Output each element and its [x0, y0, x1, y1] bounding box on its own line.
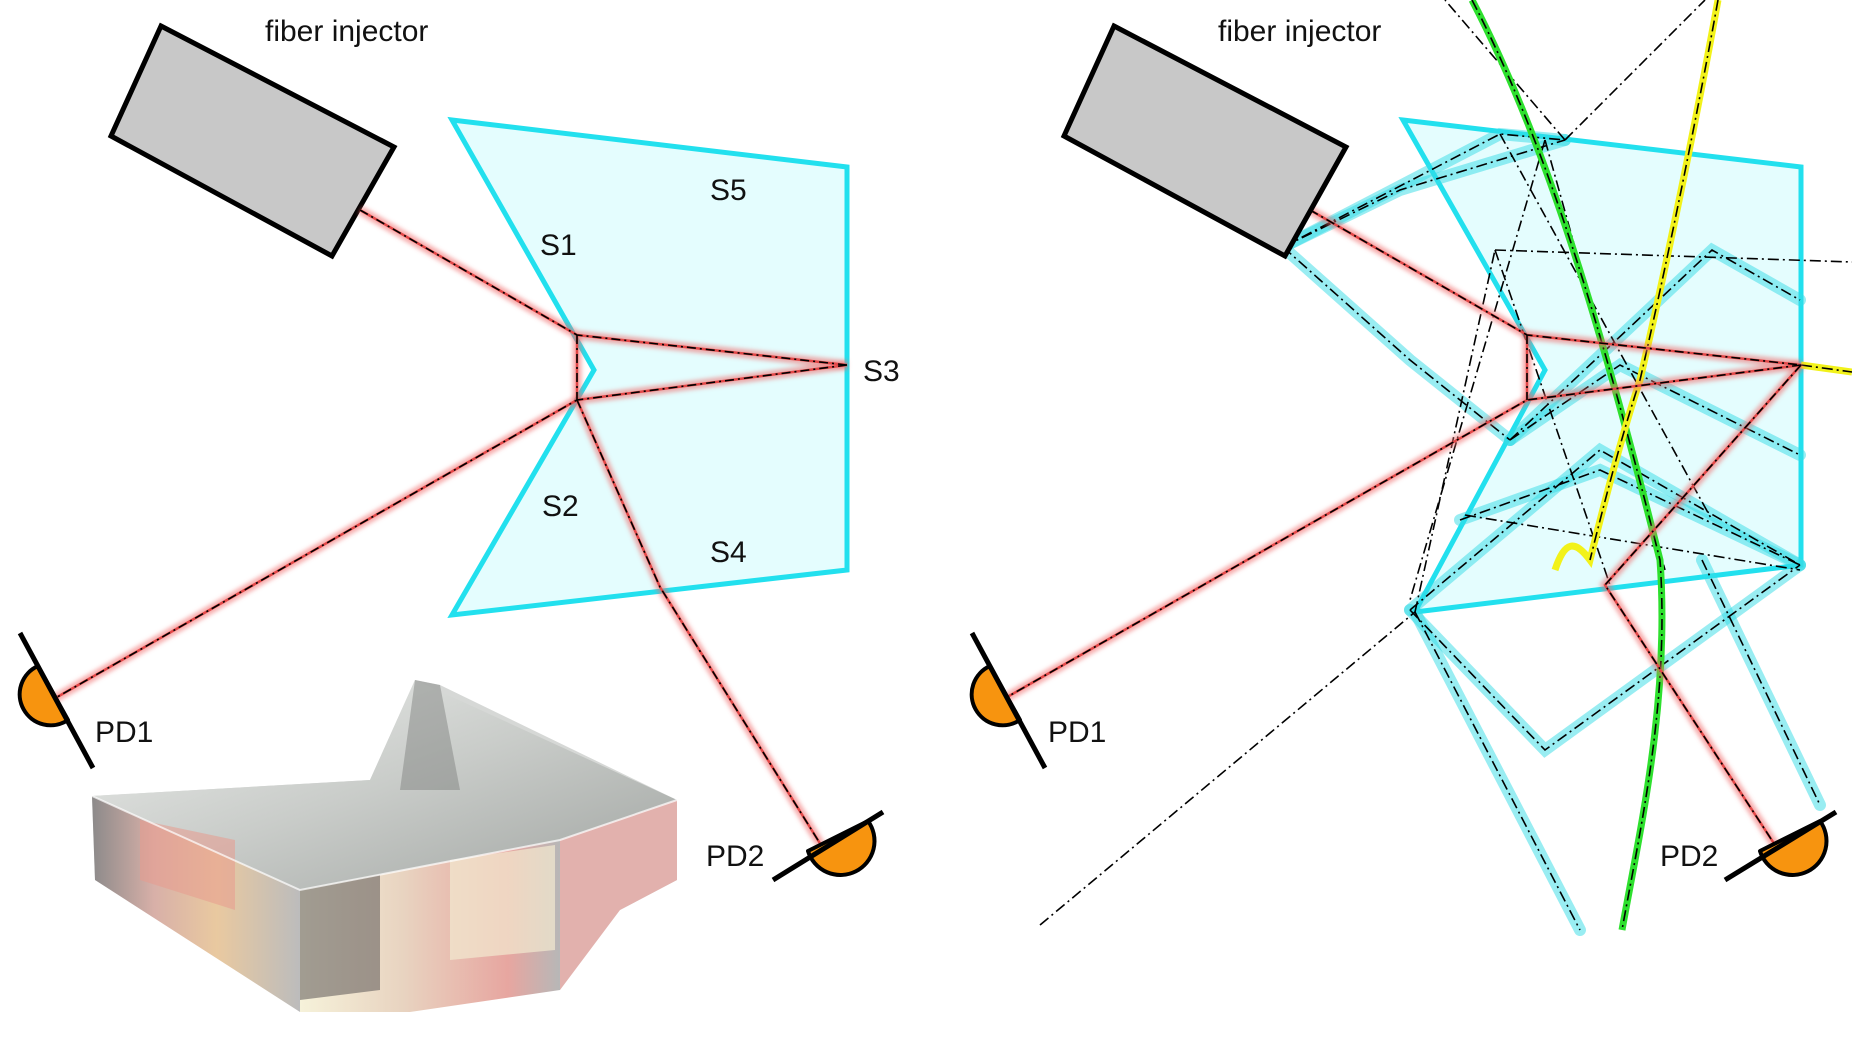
glass-prism-photo: [91, 680, 678, 1012]
surface-label-s2: S2: [542, 490, 579, 523]
fiber-injector-left: [107, 22, 398, 260]
fiber-injector-right: [1060, 22, 1350, 260]
detector-label-pd2-right: PD2: [1660, 840, 1718, 873]
source-label-right: fiber injector: [1218, 15, 1381, 48]
photodiode-pd2-left: [771, 809, 885, 883]
detector-label-pd1-left: PD1: [95, 716, 153, 749]
photodiode-pd1-left: [17, 631, 96, 770]
right-panel: fiber injector PD1 PD2: [969, 0, 1852, 936]
source-label-left: fiber injector: [265, 15, 428, 48]
detector-label-pd2-left: PD2: [706, 840, 764, 873]
photodiode-pd2-right: [1723, 809, 1838, 883]
surface-label-s3: S3: [863, 355, 900, 388]
left-panel: fiber injector S5 S1: [17, 15, 900, 1012]
prism-left: [447, 116, 850, 619]
photodiode-pd1-right: [969, 631, 1048, 770]
beam-red-right: [999, 206, 1805, 848]
beam-yellow-right: [1551, 0, 1852, 572]
detector-label-pd1-right: PD1: [1048, 716, 1106, 749]
surface-label-s5: S5: [710, 174, 747, 207]
surface-label-s4: S4: [710, 536, 747, 569]
surface-label-s1: S1: [540, 229, 577, 262]
beam-green-right: [1468, 0, 1666, 931]
beam-red-left: [49, 206, 848, 848]
